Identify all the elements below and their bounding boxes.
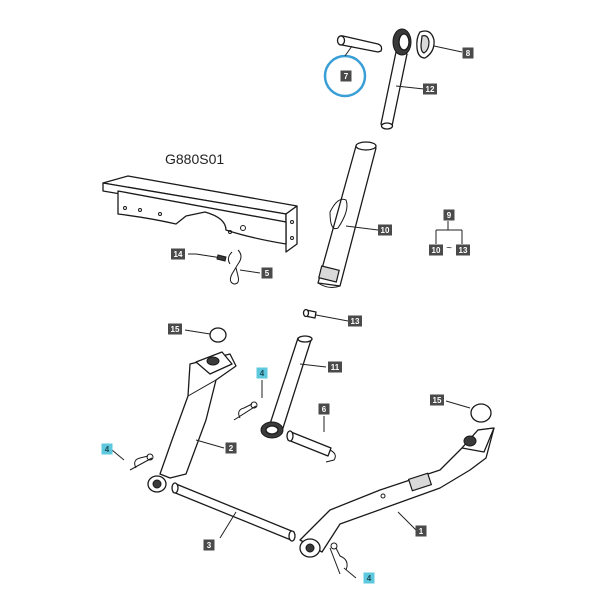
- callout-box: [101, 443, 113, 455]
- callout-box: [423, 83, 437, 95]
- pin-part-7: [336, 35, 383, 53]
- lower-link-part-2: [147, 351, 237, 493]
- callout-c6[interactable]: 6: [318, 403, 330, 415]
- callout-label: 3: [207, 541, 212, 550]
- callout-label: 10: [381, 226, 390, 235]
- ball-part-15-right: [470, 403, 492, 423]
- callout-label: 10: [432, 246, 441, 255]
- callout-c15a[interactable]: 15: [168, 323, 182, 335]
- callout-box: [429, 244, 443, 256]
- callout-c4a[interactable]: 4: [256, 367, 268, 379]
- callout-label: 4: [260, 369, 265, 378]
- callout-c5[interactable]: 5: [261, 267, 273, 279]
- bush-part-13: [302, 308, 317, 319]
- callout-c11[interactable]: 11: [328, 361, 342, 373]
- callout-c2[interactable]: 2: [225, 442, 237, 454]
- callout-c1[interactable]: 1: [415, 525, 427, 537]
- callout-c9[interactable]: 9: [443, 209, 455, 221]
- top-link-part-10: [317, 141, 377, 288]
- callout-label: 4: [367, 574, 372, 583]
- callout-box: [348, 315, 362, 327]
- lynch-pin-part-4-bottom: [329, 542, 348, 575]
- callout-box: [256, 367, 268, 379]
- lynch-pin-part-4-middle: [233, 401, 258, 421]
- lift-rod-part-11: [260, 335, 313, 439]
- callout-c13b[interactable]: 13: [456, 244, 470, 256]
- ball-part-15-upper: [209, 327, 227, 343]
- cross-shaft-part-3: [171, 482, 296, 542]
- callout-c13[interactable]: 13: [348, 315, 362, 327]
- callout-box: [462, 47, 474, 59]
- bracket-assembly: [102, 175, 298, 253]
- callout-label: 1: [419, 527, 424, 536]
- callout-box: [328, 361, 342, 373]
- callout-c8[interactable]: 8: [462, 47, 474, 59]
- callout-box: [225, 442, 237, 454]
- callout-box: [456, 244, 470, 256]
- callout-box: [203, 539, 215, 551]
- leader-lines: [111, 45, 471, 579]
- callout-label: 9: [447, 211, 452, 220]
- callout-c7[interactable]: 7: [340, 70, 352, 82]
- callout-label: 6: [322, 405, 327, 414]
- callout-box: [261, 267, 273, 279]
- callout-c10[interactable]: 10: [378, 224, 392, 236]
- callout-label: 14: [174, 250, 183, 259]
- pin-part-12: [380, 28, 412, 130]
- range-separator: ~: [446, 243, 452, 254]
- pin-part-6: [286, 430, 336, 463]
- callout-box: [168, 323, 182, 335]
- clip-part-8: [416, 30, 435, 59]
- callout-box: [430, 394, 444, 406]
- callout-box: [363, 572, 375, 584]
- callout-c3[interactable]: 3: [203, 539, 215, 551]
- callout-label: 5: [265, 269, 270, 278]
- lynch-pin-part-4-left: [129, 453, 154, 471]
- pin-part-14: [195, 253, 227, 262]
- lower-link-part-1: [299, 427, 495, 558]
- callout-box: [378, 224, 392, 236]
- callout-c4c[interactable]: 4: [363, 572, 375, 584]
- callout-box: [318, 403, 330, 415]
- callout-label: 4: [105, 445, 110, 454]
- callout-label: 13: [459, 246, 468, 255]
- callout-label: 11: [331, 363, 340, 372]
- callout-label: 7: [344, 72, 349, 81]
- callout-label: 2: [229, 444, 234, 453]
- callout-c10b[interactable]: 10: [429, 244, 443, 256]
- callout-label: 12: [426, 85, 435, 94]
- callout-c15b[interactable]: 15: [430, 394, 444, 406]
- callout-c4b[interactable]: 4: [101, 443, 113, 455]
- callout-c12[interactable]: 12: [423, 83, 437, 95]
- callout-box: [340, 70, 352, 82]
- callout-label: 13: [351, 317, 360, 326]
- diagram-title: G880S01: [165, 151, 224, 167]
- callout-label: 8: [466, 49, 471, 58]
- callout-label: 15: [433, 396, 442, 405]
- callout-box: [443, 209, 455, 221]
- callout-label: 15: [171, 325, 180, 334]
- callout-box: [415, 525, 427, 537]
- hook-part-5: [227, 249, 242, 285]
- callout-box: [171, 248, 185, 260]
- callout-c14[interactable]: 14: [171, 248, 185, 260]
